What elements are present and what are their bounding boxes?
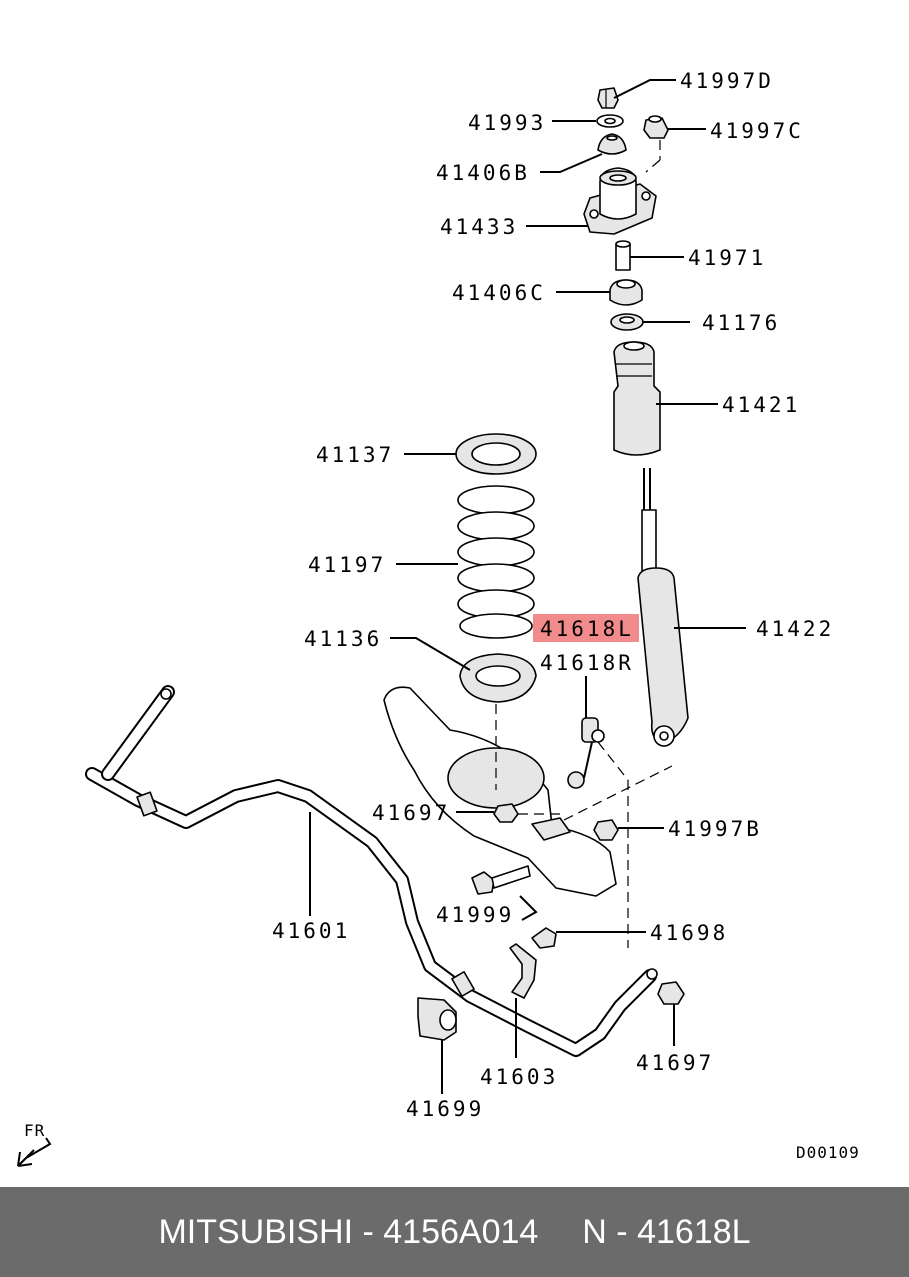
label-41697-lower: 41697	[636, 1051, 714, 1075]
suspension-parts-diagram: 41997D 41993 41997C 41406B 41433 41971 4…	[17, 69, 860, 1167]
washer-41176-drawing	[610, 313, 644, 331]
footer-bar: MITSUBISHI - 4156A014 N - 41618L	[0, 1187, 909, 1277]
front-marker-label: FR	[24, 1121, 45, 1140]
highlight-box	[533, 614, 639, 642]
stabilizer-bar-41601-drawing	[85, 685, 658, 1057]
bump-stop-41421-drawing	[613, 341, 661, 456]
footer-part-number: MITSUBISHI - 4156A014	[158, 1212, 539, 1251]
label-41406b: 41406B	[436, 161, 530, 185]
lower-arm-drawing	[383, 686, 617, 897]
label-41993: 41993	[468, 111, 546, 135]
bolt-41698-drawing	[531, 927, 557, 949]
label-41176: 41176	[702, 311, 780, 335]
washer-41993-drawing	[596, 114, 624, 128]
nut-41697-upper-drawing	[493, 803, 566, 823]
label-41698: 41698	[650, 921, 728, 945]
lower-spring-seat-41136-drawing	[459, 653, 537, 703]
label-41971: 41971	[688, 246, 766, 270]
coil-spring-41197-drawing	[457, 485, 535, 639]
label-41618l: 41618L	[540, 617, 634, 641]
collar-41971-drawing	[615, 240, 631, 271]
leader-lines	[309, 79, 746, 1094]
label-41197: 41197	[308, 553, 386, 577]
stabilizer-link-41618-drawing	[567, 717, 629, 948]
label-41699: 41699	[406, 1097, 484, 1121]
nut-41997c-drawing	[643, 115, 669, 139]
upper-spring-seat-41137-drawing	[455, 433, 537, 475]
footer-reference: N - 41618L	[582, 1212, 751, 1251]
bushing-41406b-drawing	[597, 133, 627, 155]
label-41137: 41137	[316, 443, 394, 467]
mount-41433-drawing	[583, 140, 661, 235]
label-41422: 41422	[756, 617, 834, 641]
label-41136: 41136	[304, 627, 382, 651]
label-41997c: 41997C	[710, 119, 804, 143]
diagram-code: D00109	[796, 1143, 860, 1162]
shock-absorber-41422-drawing	[637, 468, 689, 747]
label-41997d: 41997D	[680, 69, 774, 93]
label-41406c: 41406C	[452, 281, 546, 305]
label-41421: 41421	[722, 393, 800, 417]
front-arrow-icon	[17, 1137, 52, 1167]
label-41601: 41601	[272, 919, 350, 943]
bushing-41406c-drawing	[609, 279, 643, 306]
nut-41697-lower-drawing	[657, 981, 685, 1005]
label-41433: 41433	[440, 215, 518, 239]
nut-41997d-drawing	[597, 87, 619, 109]
label-41697-upper: 41697	[372, 801, 450, 825]
nut-41997b-drawing	[563, 765, 673, 841]
bracket-41603-drawing	[509, 943, 537, 999]
bushing-41699-drawing	[417, 997, 457, 1041]
bolt-41999-drawing	[471, 865, 531, 895]
label-41603: 41603	[480, 1065, 558, 1089]
label-41997b: 41997B	[668, 817, 762, 841]
label-41999: 41999	[436, 903, 514, 927]
label-41618r: 41618R	[540, 651, 634, 675]
